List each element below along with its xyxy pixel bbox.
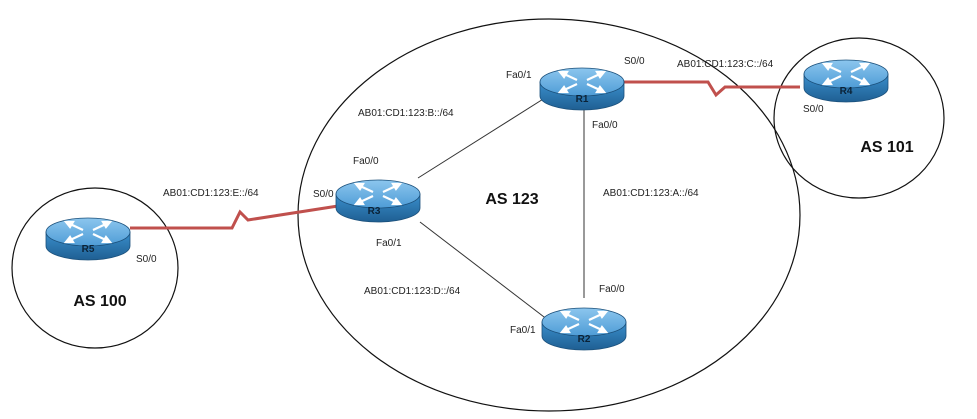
link-r3-r2	[419, 221, 549, 321]
as100-boundary	[11, 187, 179, 349]
router-r5[interactable]: R5	[44, 216, 132, 262]
if-r2-fa00: Fa0/0	[599, 284, 625, 295]
if-r4-s00: S0/0	[803, 104, 824, 115]
router-r3-name: R3	[368, 206, 381, 217]
subnet-label-r3-r2: AB01:CD1:123:D::/64	[364, 286, 461, 297]
router-r5-name: R5	[82, 244, 95, 255]
as123-boundary	[297, 18, 801, 412]
if-r5-s00: S0/0	[136, 254, 157, 265]
if-r3-s00: S0/0	[313, 189, 334, 200]
subnet-label-r1-r2: AB01:CD1:123:A::/64	[603, 188, 699, 199]
if-r1-fa00: Fa0/0	[592, 120, 618, 131]
subnet-label-r1-r3: AB01:CD1:123:B::/64	[358, 108, 454, 119]
router-r4[interactable]: R4	[802, 58, 890, 104]
if-r1-s00: S0/0	[624, 56, 645, 67]
link-r1-r4	[622, 80, 800, 98]
subnet-label-r5-r3: AB01:CD1:123:E::/64	[163, 188, 259, 199]
as123-label: AS 123	[485, 191, 538, 208]
as100-label: AS 100	[73, 293, 126, 310]
if-r1-fa01: Fa0/1	[506, 70, 532, 81]
subnet-label-r1-r4: AB01:CD1:123:C::/64	[677, 59, 774, 70]
router-r2[interactable]: R2	[540, 306, 628, 352]
if-r3-fa00: Fa0/0	[353, 156, 379, 167]
router-r1-name: R1	[576, 94, 589, 105]
if-r3-fa01: Fa0/1	[376, 238, 402, 249]
router-r3[interactable]: R3	[334, 178, 422, 224]
router-r1[interactable]: R1	[538, 66, 626, 112]
as101-label: AS 101	[860, 139, 913, 156]
router-r4-name: R4	[840, 86, 853, 97]
if-r2-fa01: Fa0/1	[510, 325, 536, 336]
as101-boundary	[773, 37, 945, 199]
link-r5-r3	[130, 204, 339, 230]
link-r1-r3	[417, 95, 549, 179]
router-r2-name: R2	[578, 334, 591, 345]
